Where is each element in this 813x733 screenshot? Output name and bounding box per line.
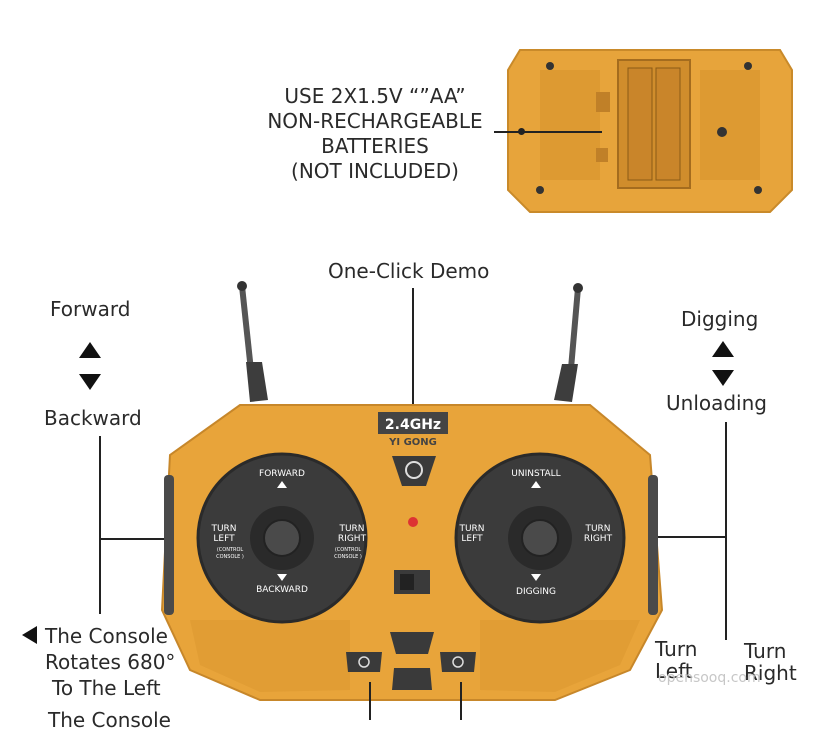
svg-text:TURN: TURN (458, 524, 484, 534)
left-arrow-icon (22, 626, 37, 644)
svg-text:(CONTROL: (CONTROL (335, 547, 362, 553)
battery-note-line: (NOT INCLUDED) (291, 159, 459, 183)
svg-text:TURN: TURN (338, 524, 364, 534)
backward-label: Backward (44, 406, 142, 430)
battery-pointer-line (494, 131, 602, 133)
unloading-label: Unloading (666, 391, 767, 415)
svg-text:DIGGING: DIGGING (516, 587, 556, 597)
down-arrow-icon (79, 374, 101, 390)
svg-text:LEFT: LEFT (461, 534, 483, 544)
svg-text:UNINSTALL: UNINSTALL (511, 469, 560, 479)
left-stick-pointer-vertical (99, 436, 101, 614)
svg-text:(CONTROL: (CONTROL (217, 547, 244, 553)
svg-text:CONSOLE ): CONSOLE ) (334, 554, 362, 560)
svg-text:FORWARD: FORWARD (259, 469, 305, 479)
bottom-pointer-line-right (460, 682, 462, 720)
battery-note-line: USE 2X1.5V “”AA” (284, 84, 466, 108)
watermark: opensooq.com (658, 670, 761, 686)
remote-controller-image: 2.4GHz YI GONG FORWARD BACKWARD TURN LEF… (160, 281, 664, 701)
svg-text:TURN: TURN (210, 524, 236, 534)
demo-label: One-Click Demo (328, 259, 490, 283)
cutoff-label: The Console (48, 708, 171, 732)
brand-label: YI GONG (388, 437, 437, 448)
digging-label: Digging (681, 307, 759, 331)
svg-text:RIGHT: RIGHT (584, 534, 613, 544)
up-arrow-icon (79, 342, 101, 358)
right-stick-pointer-vertical (725, 422, 727, 640)
turn-left-label: Turn Left (655, 637, 698, 683)
band-label: 2.4GHz (385, 417, 441, 433)
battery-pointer-dot (518, 128, 525, 135)
console-label-line1: The Console (45, 624, 168, 648)
battery-note-line: NON-RECHARGEABLE (267, 109, 483, 133)
svg-text:LEFT: LEFT (213, 534, 235, 544)
svg-text:CONSOLE ): CONSOLE ) (216, 554, 244, 560)
demo-pointer-line (412, 288, 414, 466)
forward-label: Forward (50, 297, 131, 321)
svg-text:BACKWARD: BACKWARD (256, 585, 308, 595)
svg-text:TURN: TURN (584, 524, 610, 534)
bottom-pointer-line-left (369, 682, 371, 720)
console-label-line3: To The Left (52, 676, 161, 700)
turn-right-label: Turn Right (744, 639, 797, 685)
battery-compartment-image (507, 49, 793, 213)
battery-note-line: BATTERIES (321, 134, 429, 158)
battery-note: USE 2X1.5V “”AA” NON-RECHARGEABLE BATTER… (250, 84, 500, 184)
console-label-line2: Rotates 680° (45, 650, 176, 674)
down-arrow-icon (712, 370, 734, 386)
svg-text:RIGHT: RIGHT (338, 534, 367, 544)
up-arrow-icon (712, 341, 734, 357)
